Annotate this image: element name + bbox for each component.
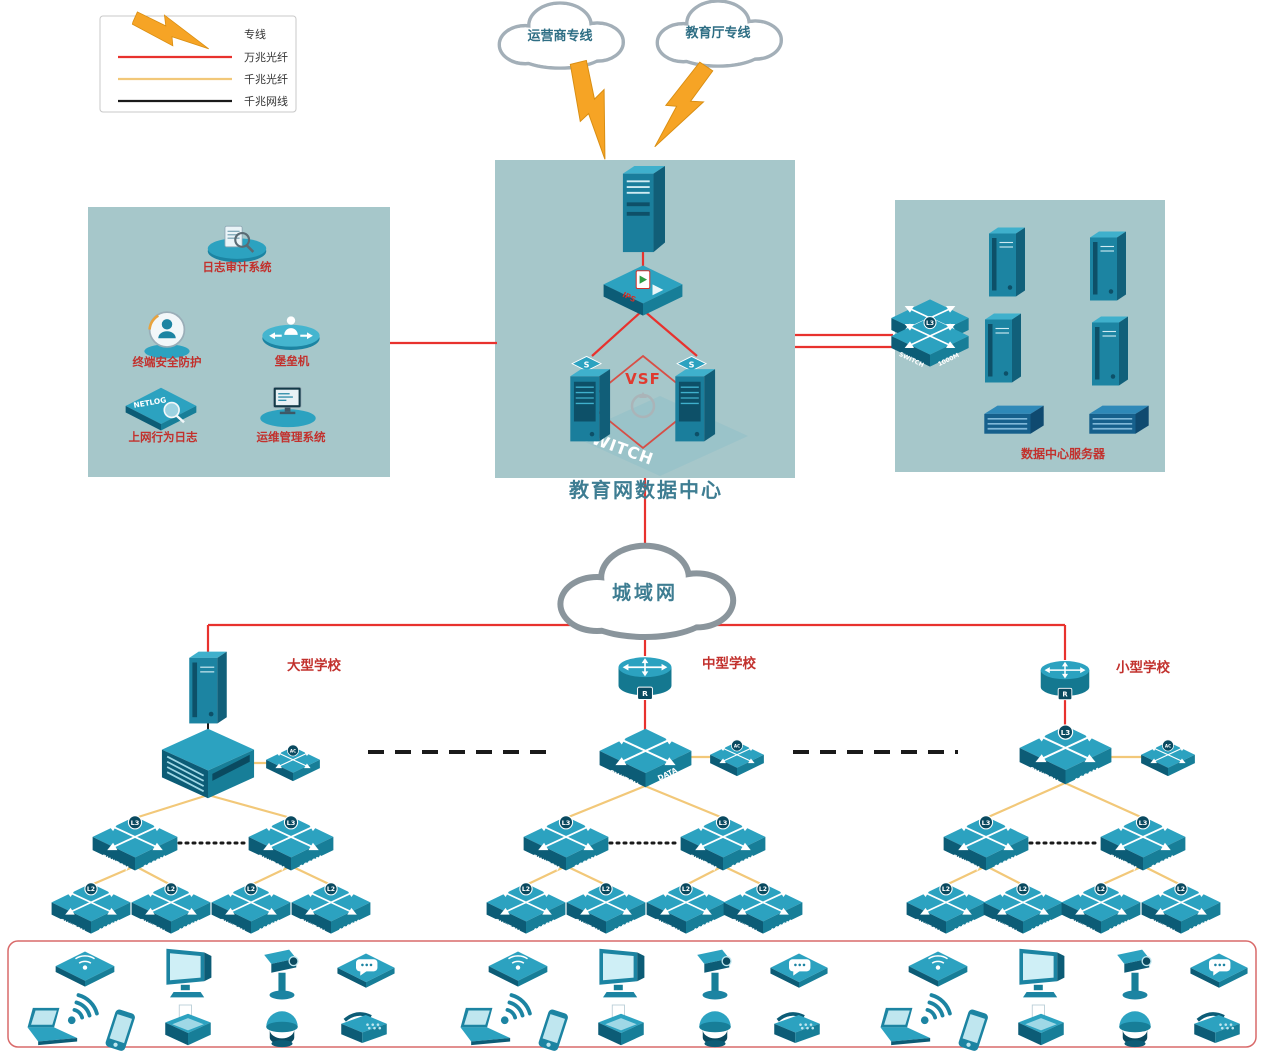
security-zone: 日志审计系统 终端安全防护 堡垒机 上网行为日志 运维管理系统	[124, 224, 326, 444]
server-zone: 数据中心服务器	[890, 226, 1150, 461]
large-access-switch-2	[132, 883, 211, 936]
school-medium-label: 中型学校	[702, 655, 756, 672]
dc-server-4	[1091, 315, 1129, 387]
large-agg-switch-2	[249, 816, 334, 873]
dc-server-3	[984, 312, 1022, 384]
dc-rack-2	[1088, 404, 1150, 435]
legend-label-10g: 万兆光纤	[244, 50, 288, 64]
small-agg-switch-1	[944, 816, 1029, 873]
small-access-switch-3	[1062, 883, 1141, 936]
lightning-link-edu	[650, 55, 717, 158]
large-school-ac	[266, 745, 320, 781]
legend-label-cat: 千兆网线	[244, 94, 288, 108]
vsf-loop-arrow	[639, 392, 647, 398]
school-small-label: 小型学校	[1116, 659, 1170, 676]
vsf-label: VSF	[625, 370, 661, 388]
legend-box	[99, 15, 297, 113]
large-access-switch-1	[52, 883, 131, 936]
edu-cloud-label: 教育厅专线	[684, 25, 750, 41]
dc-server-1	[988, 226, 1026, 298]
large-access-switch-3	[212, 883, 291, 936]
medium-access-switch-4	[724, 883, 803, 936]
large-school-core-switch	[161, 727, 255, 800]
school-small: 小型学校	[907, 659, 1221, 936]
medium-school-ac	[710, 740, 764, 776]
endpoint-protection-label: 终端安全防护	[133, 355, 202, 369]
isp-cloud-label: 运营商专线	[527, 28, 592, 44]
lightning-link-isp	[553, 55, 634, 162]
man-cloud-label: 城域网	[612, 581, 678, 604]
dc-server-2	[1089, 230, 1127, 302]
small-school-ac	[1141, 740, 1195, 776]
school-large: 大型学校	[52, 650, 371, 936]
legend-label-1g: 千兆光纤	[244, 72, 288, 86]
links-1g-fiber	[90, 755, 1182, 887]
medium-access-switch-2	[567, 883, 646, 936]
large-school-server	[188, 650, 228, 725]
small-access-switch-1	[907, 883, 986, 936]
datacenter-zone: SWITCH VSF 教育网数据中心	[569, 166, 748, 502]
medium-agg-switch-2	[681, 816, 766, 873]
datacenter-title: 教育网数据中心	[569, 478, 723, 502]
netlog-label: 上网行为日志	[129, 430, 198, 444]
large-access-switch-4	[292, 883, 371, 936]
legend-label-dedicated: 专线	[244, 27, 266, 41]
ops-management-label: 运维管理系统	[257, 430, 326, 444]
small-school-router	[1039, 660, 1091, 701]
small-access-switch-2	[984, 883, 1063, 936]
small-school-core-switch	[1020, 725, 1112, 787]
school-large-label: 大型学校	[287, 657, 341, 674]
bastion-host-label: 堡垒机	[275, 354, 310, 368]
school-medium: 中型学校	[487, 655, 803, 936]
small-access-switch-4	[1142, 883, 1221, 936]
medium-school-router	[617, 656, 673, 701]
small-agg-switch-2	[1101, 816, 1186, 873]
medium-access-switch-1	[487, 883, 566, 936]
log-audit-label: 日志审计系统	[203, 260, 272, 274]
medium-school-core-switch	[600, 729, 692, 793]
dc-servers-label: 数据中心服务器	[1021, 446, 1106, 461]
dc-rack-1	[983, 404, 1045, 435]
internet-gateway-device	[621, 166, 666, 254]
legend: 专线 万兆光纤 千兆光纤 千兆网线	[99, 9, 297, 113]
medium-access-switch-3	[647, 883, 726, 936]
medium-agg-switch-1	[524, 816, 609, 873]
large-agg-switch-1	[93, 816, 178, 873]
